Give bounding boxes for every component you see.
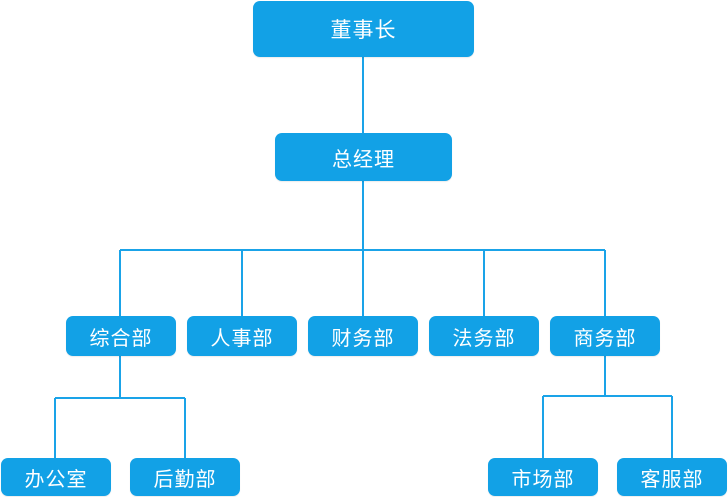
- dept-business-label: 商务部: [573, 325, 637, 350]
- dept-finance-node: 财务部: [308, 316, 418, 356]
- sub-office-node: 办公室: [1, 458, 111, 496]
- sub-marketing-node: 市场部: [488, 458, 598, 496]
- dept-hr-node: 人事部: [187, 316, 297, 356]
- sub-office-label: 办公室: [24, 466, 88, 491]
- dept-finance-label: 财务部: [331, 325, 395, 350]
- general-manager-node: 总经理: [275, 133, 452, 181]
- chairman-label: 董事长: [330, 18, 397, 42]
- dept-general-affairs-label: 综合部: [89, 325, 153, 350]
- sub-marketing-label: 市场部: [511, 466, 575, 491]
- chairman-node: 董事长: [253, 1, 474, 57]
- sub-customer-service-label: 客服部: [640, 466, 704, 491]
- general-manager-label: 总经理: [332, 146, 395, 171]
- dept-legal-node: 法务部: [429, 316, 539, 356]
- sub-logistics-node: 后勤部: [130, 458, 240, 496]
- dept-general-affairs-node: 综合部: [66, 316, 176, 356]
- dept-business-node: 商务部: [550, 316, 660, 356]
- dept-hr-label: 人事部: [210, 325, 274, 350]
- sub-logistics-label: 后勤部: [153, 466, 217, 491]
- dept-legal-label: 法务部: [452, 325, 516, 350]
- sub-customer-service-node: 客服部: [617, 458, 727, 496]
